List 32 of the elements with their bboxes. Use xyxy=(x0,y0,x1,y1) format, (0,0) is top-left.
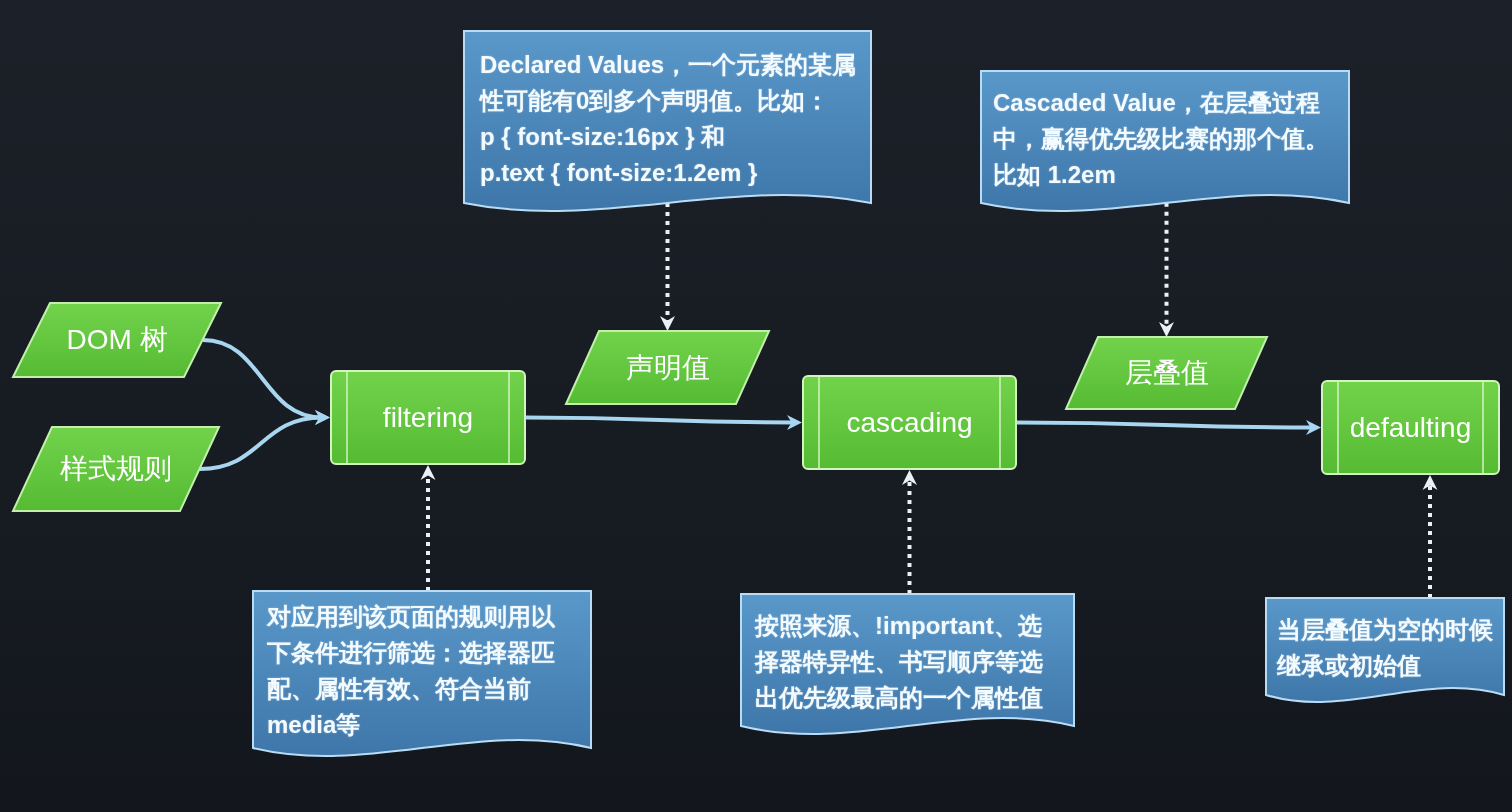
document-note xyxy=(463,30,872,212)
dotted-arrow xyxy=(902,470,917,594)
document-note xyxy=(980,70,1350,212)
data-parallelogram xyxy=(12,302,222,378)
process-box xyxy=(802,375,1017,470)
document-note xyxy=(252,590,592,757)
node-label: cascading xyxy=(846,406,973,439)
dotted-arrow xyxy=(1422,475,1438,598)
process-box xyxy=(330,370,526,465)
dotted-arrow xyxy=(660,203,675,331)
note-text: 对应用到该页面的规则用以下条件进行筛选：选择器匹配、属性有效、符合当前media等 xyxy=(267,602,556,740)
data-parallelogram xyxy=(12,426,220,512)
note-text: Cascaded Value，在层叠过程中，赢得优先级比赛的那个值。比如 1.2em xyxy=(993,87,1330,190)
node-label: DOM 树 xyxy=(66,323,168,357)
data-parallelogram xyxy=(565,330,770,405)
node-label: 样式规则 xyxy=(60,452,172,486)
data-parallelogram xyxy=(1065,336,1268,410)
document-note xyxy=(1265,597,1505,703)
note-text: 当层叠值为空的时候继承或初始值 xyxy=(1277,615,1494,681)
note-text: 按照来源、!important、选择器特异性、书写顺序等选出优先级最高的一个属性值 xyxy=(755,610,1044,713)
node-label: defaulting xyxy=(1349,411,1472,444)
node-label: 层叠值 xyxy=(1124,356,1209,390)
dotted-arrow xyxy=(1159,202,1174,337)
dotted-arrow xyxy=(420,465,436,591)
arrow xyxy=(1017,420,1321,435)
note-text: Declared Values，一个元素的某属性可能有0到多个声明值。比如：p { font-size:16px } 和 p.text { font-size:1.2em } xyxy=(480,49,858,188)
process-box xyxy=(1321,380,1500,475)
arrow xyxy=(526,415,802,430)
node-label: filtering xyxy=(382,401,474,434)
arrow xyxy=(199,410,330,471)
document-note xyxy=(740,593,1075,735)
node-label: 声明值 xyxy=(625,350,710,385)
